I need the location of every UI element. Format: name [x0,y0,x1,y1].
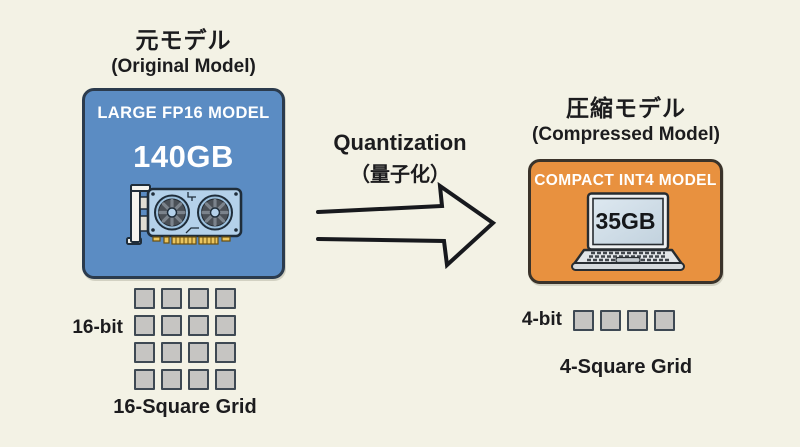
bit-square [215,342,236,363]
original-size-label: 140GB [133,139,234,174]
bit-square [188,342,209,363]
bit-label-4: 4-bit [521,309,562,330]
bit-square [215,369,236,390]
grid-caption-4: 4-Square Grid [559,356,693,378]
arrow-right-icon [316,181,497,270]
bit-label-16: 16-bit [72,317,123,338]
quantization-label-en: Quantization [333,130,467,155]
bit-square [627,310,648,331]
compressed-model-heading: 圧縮モデル (Compressed Model) [505,95,747,146]
compressed-title-jp: 圧縮モデル [566,95,686,121]
original-title-en: (Original Model) [111,56,256,78]
original-box-label: LARGE FP16 MODEL [97,104,270,122]
original-model-box: LARGE FP16 MODEL 140GB [82,88,285,279]
compressed-box-label: COMPACT INT4 MODEL [534,172,717,189]
bit-square [600,310,621,331]
quantization-label: Quantization （量子化） [305,130,495,187]
bit-square [161,369,182,390]
compressed-title-en: (Compressed Model) [532,124,720,146]
bit-grid-16 [134,288,236,390]
bit-square [188,315,209,336]
bit-square [134,342,155,363]
bit-square [188,369,209,390]
bit-square [134,369,155,390]
bit-square [188,288,209,309]
quantization-label-jp: （量子化） [350,164,450,186]
bit-square [654,310,675,331]
bit-square [161,288,182,309]
bit-square [161,315,182,336]
original-model-heading: 元モデル (Original Model) [62,27,305,78]
bit-square [134,288,155,309]
gpu-icon [126,184,243,245]
bit-square [573,310,594,331]
bit-square [161,342,182,363]
original-title-jp: 元モデル [135,27,232,53]
grid-caption-16: 16-Square Grid [113,396,257,418]
laptop-icon [571,192,685,271]
bit-square [215,315,236,336]
bit-square [215,288,236,309]
compressed-size-label: 35GB [595,208,656,234]
compressed-model-box: COMPACT INT4 MODEL 35GB [528,159,723,284]
bit-grid-4 [573,310,675,331]
bit-square [134,315,155,336]
